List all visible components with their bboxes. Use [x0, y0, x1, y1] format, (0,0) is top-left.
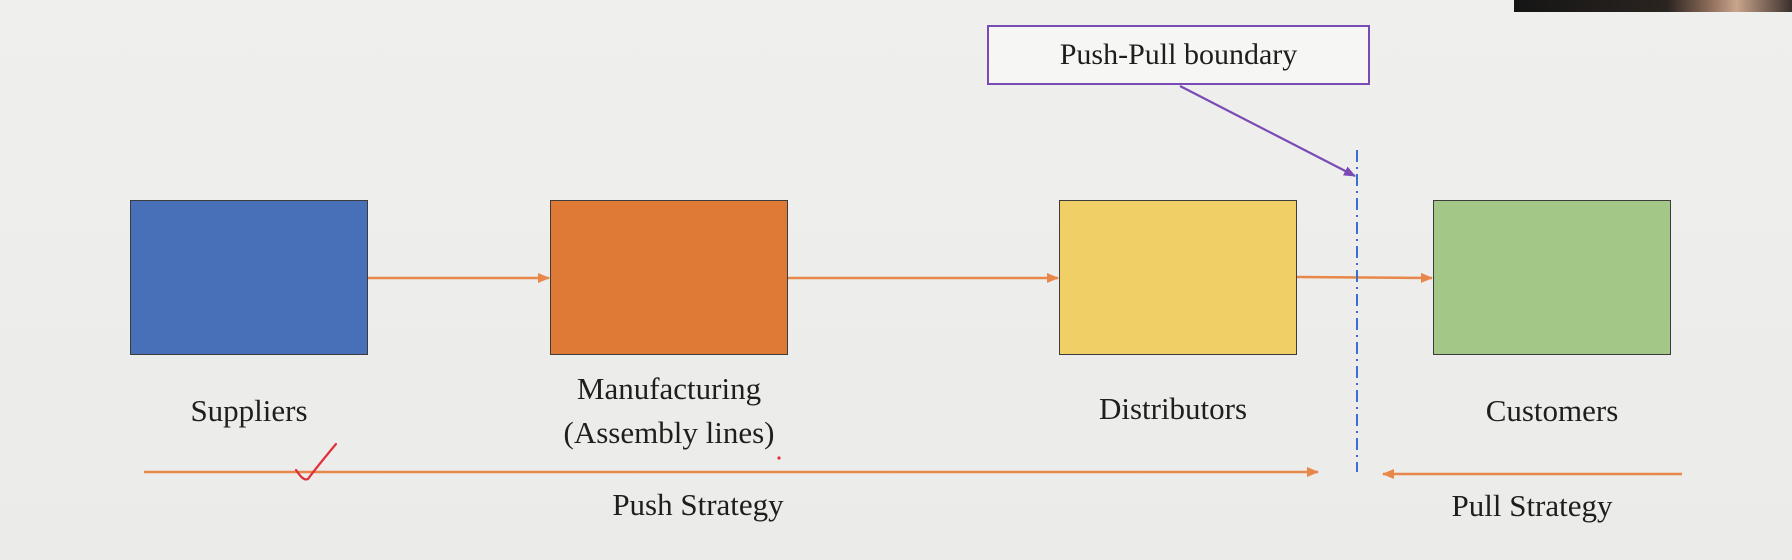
- manufacturing-box: [550, 200, 788, 355]
- callout-pointer-arrow: [1179, 85, 1356, 177]
- push-strategy-label: Push Strategy: [612, 487, 784, 522]
- pull-strategy-label: Pull Strategy: [1451, 488, 1613, 523]
- distributors-box: [1059, 200, 1297, 355]
- webcam-overlay: [1514, 0, 1792, 12]
- handwritten-dot-annotation: [777, 456, 781, 460]
- customers-box: [1433, 200, 1671, 355]
- manufacturing-label-line1: Manufacturing: [576, 371, 762, 406]
- distributors-label: Distributors: [1098, 391, 1248, 426]
- push-pull-boundary-callout: Push-Pull boundary: [987, 25, 1370, 85]
- handwritten-check-annotation: [294, 442, 338, 481]
- arrow-distributors-to-customers: [1296, 272, 1433, 283]
- customers-label: Customers: [1485, 393, 1619, 428]
- manufacturing-label-line2: (Assembly lines): [563, 415, 775, 450]
- suppliers-label: Suppliers: [190, 393, 308, 428]
- suppliers-box: [130, 200, 368, 355]
